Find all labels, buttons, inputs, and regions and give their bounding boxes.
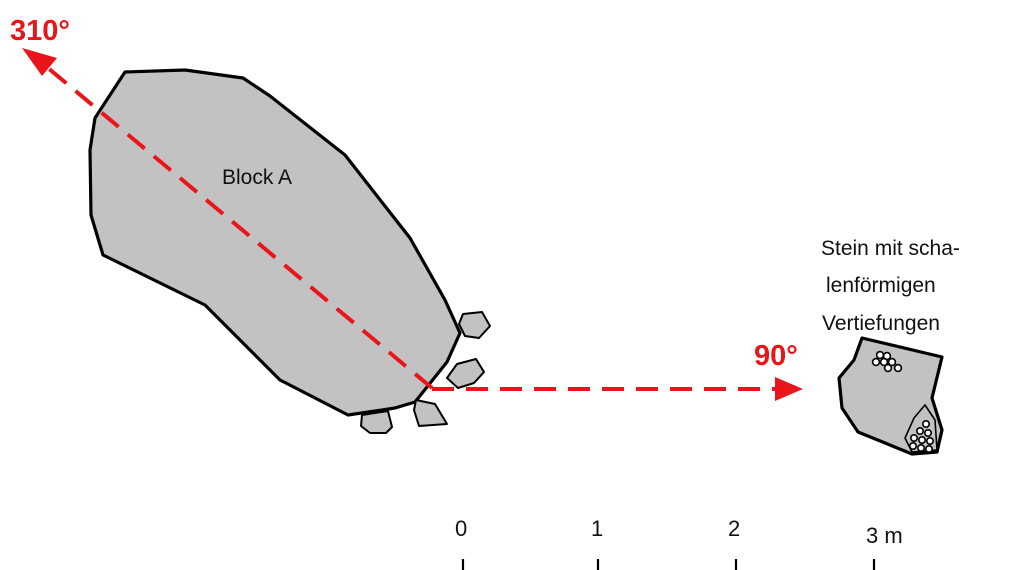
- scale-bar: 0 1 2 3 m: [455, 516, 903, 570]
- direction-label-310: 310°: [10, 15, 70, 47]
- pebble-2: [446, 358, 485, 389]
- arrow-90-head: [775, 377, 803, 401]
- cup-marks-bottom: [904, 403, 938, 453]
- pebble-1: [458, 311, 491, 339]
- stone-description: Stein mit scha- lenförmigen Vertiefungen: [821, 237, 960, 335]
- arrow-310-line: [46, 66, 434, 390]
- stone-label-line-3: Vertiefungen: [822, 312, 940, 335]
- direction-label-90: 90°: [754, 340, 798, 372]
- scale-tick-label-1: 1: [591, 516, 603, 541]
- block-a-label: Block A: [222, 166, 292, 189]
- cup-marks-top: [871, 350, 903, 373]
- pebble-3: [413, 399, 448, 427]
- scale-tick-label-0: 0: [455, 516, 467, 541]
- pebble-4: [360, 410, 393, 434]
- stone-label-line-2: lenförmigen: [826, 274, 936, 297]
- arrow-310-head: [22, 48, 57, 76]
- stone-label-line-1: Stein mit scha-: [821, 237, 960, 260]
- scale-tick-label-3: 3 m: [866, 523, 903, 548]
- scale-tick-label-2: 2: [728, 516, 740, 541]
